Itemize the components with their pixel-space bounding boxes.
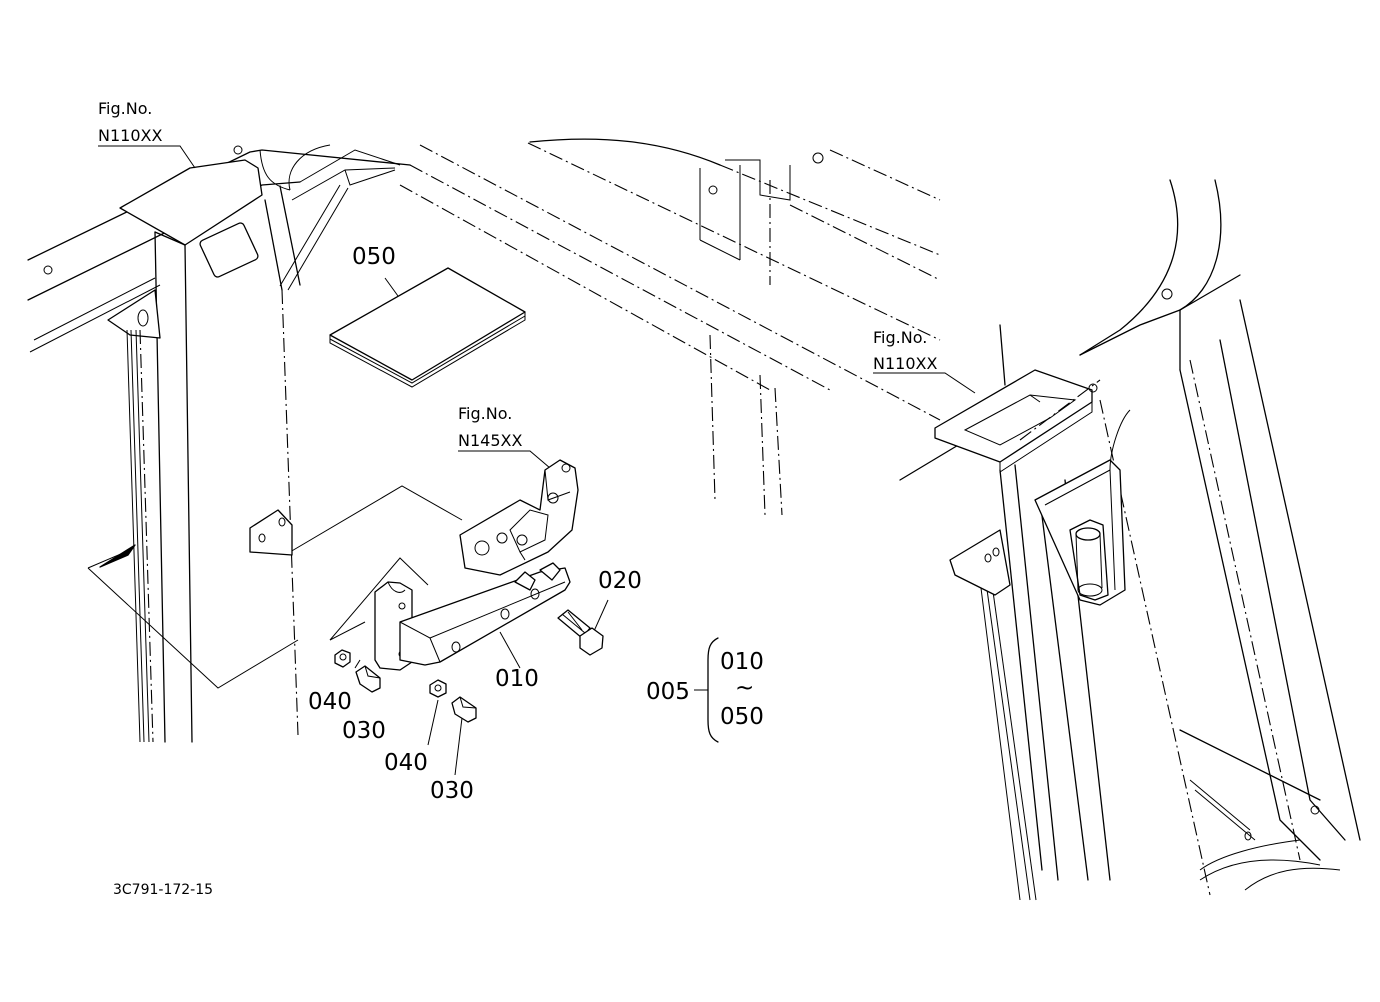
part-label-050: 050 (352, 244, 396, 270)
fig-ref-hinge: Fig.No. N145XX (458, 404, 522, 450)
left-cab-frame (27, 144, 941, 743)
bolt-030-a (355, 665, 381, 693)
roof-section (527, 138, 941, 341)
part-label-040-b: 040 (384, 750, 428, 776)
fig-ref-right-title: Fig.No. (873, 328, 927, 347)
callout-lines (87, 145, 976, 776)
assembly-range-end: 050 (720, 704, 764, 730)
fig-ref-left: Fig.No. N110XX (98, 99, 162, 145)
fig-ref-hinge-title: Fig.No. (458, 404, 512, 423)
pillar-plate (249, 509, 293, 556)
fig-ref-hinge-code: N145XX (458, 431, 522, 450)
bolt-020 (557, 609, 604, 656)
bracket-010 (374, 562, 571, 671)
hinge-assembly (459, 459, 579, 576)
fig-ref-right-code: N110XX (873, 354, 937, 373)
manual-book (329, 267, 526, 388)
part-label-020: 020 (598, 568, 642, 594)
part-label-030-a: 030 (342, 718, 386, 744)
drawing-number: 3C791-172-15 (113, 882, 213, 898)
nut-040-b (429, 679, 447, 698)
nut-040-a (334, 649, 351, 668)
fig-ref-left-title: Fig.No. (98, 99, 152, 118)
part-label-010: 010 (495, 666, 539, 692)
fig-ref-right: Fig.No. N110XX (873, 328, 937, 373)
assembly-range-start: 010 (720, 649, 764, 675)
assembly-group: 005 010 ~ 050 (646, 637, 764, 743)
bolt-030-b (451, 696, 477, 723)
part-label-030-b: 030 (430, 778, 474, 804)
right-cab-frame (899, 179, 1361, 901)
assembly-code: 005 (646, 679, 690, 705)
part-label-040-a: 040 (308, 689, 352, 715)
fig-ref-left-code: N110XX (98, 126, 162, 145)
assembly-range-sep: ~ (735, 675, 754, 701)
